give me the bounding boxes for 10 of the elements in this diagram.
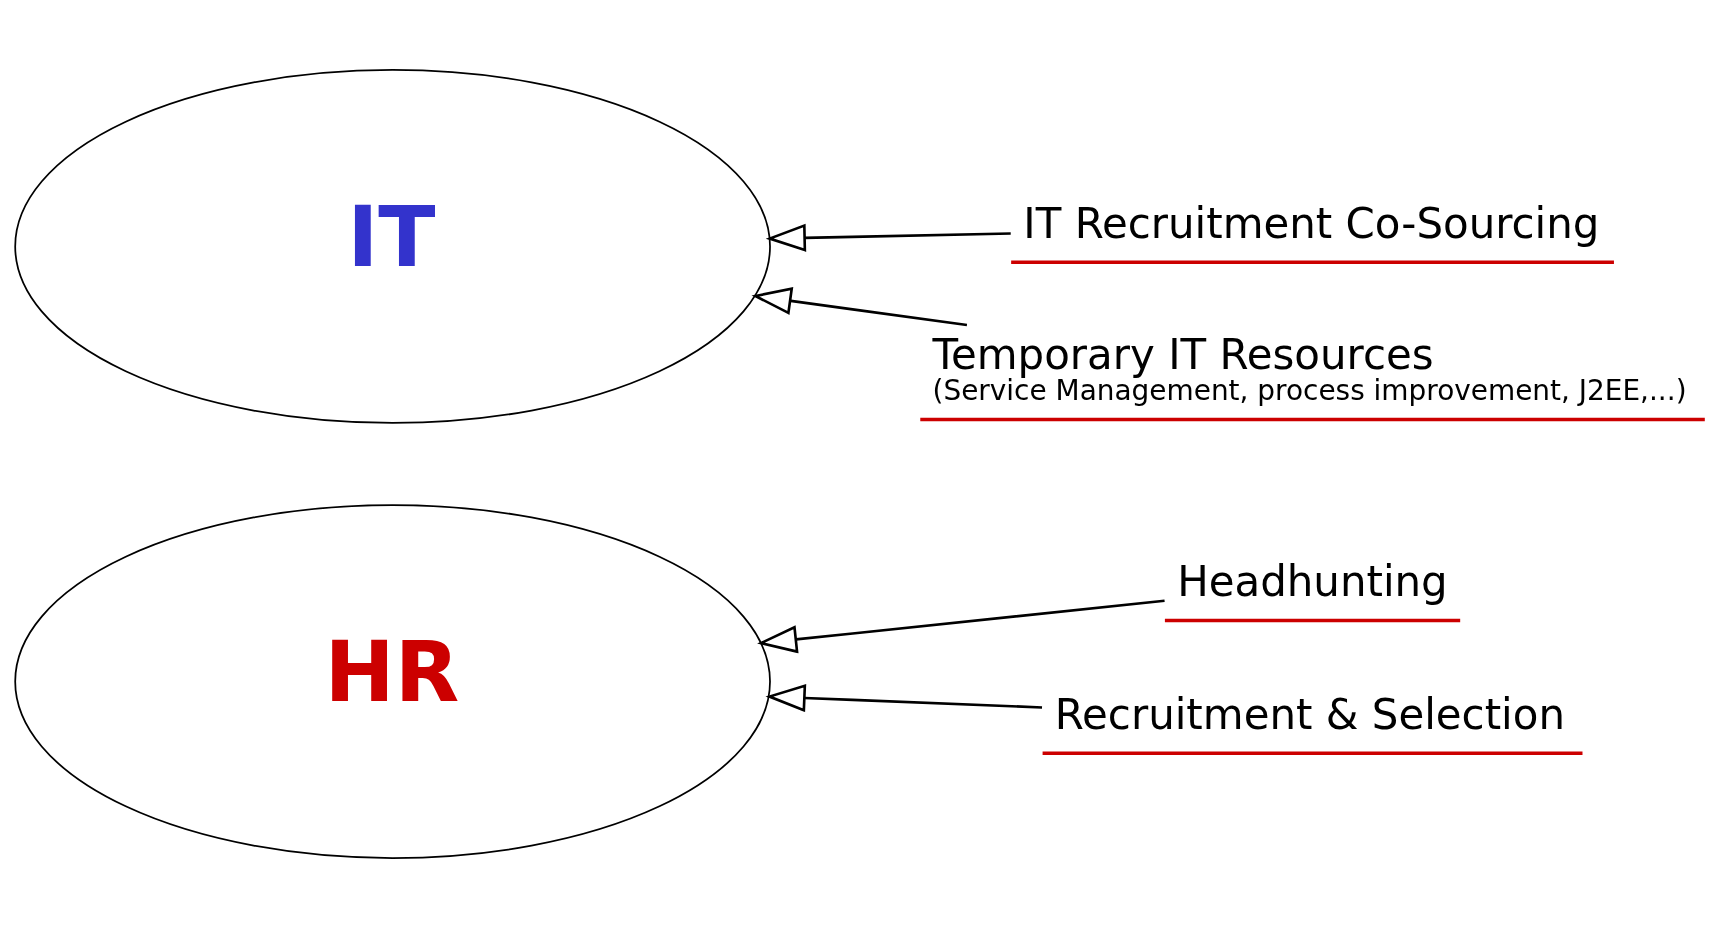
arrow [765,683,1043,712]
node-text: Temporary IT Resources (Service Management, process improvement, J2EE,...) [932,329,1687,407]
arrow [751,286,968,326]
node-ellipse: IT [14,68,771,424]
arrow [757,598,1165,653]
node-text: Headhunting [1177,556,1448,606]
node-ellipse: HR [14,503,771,859]
arrow [765,223,1011,252]
node-text: Recruitment & Selection [1054,689,1565,739]
node-text: IT Recruitment Co-Sourcing [1023,198,1600,248]
